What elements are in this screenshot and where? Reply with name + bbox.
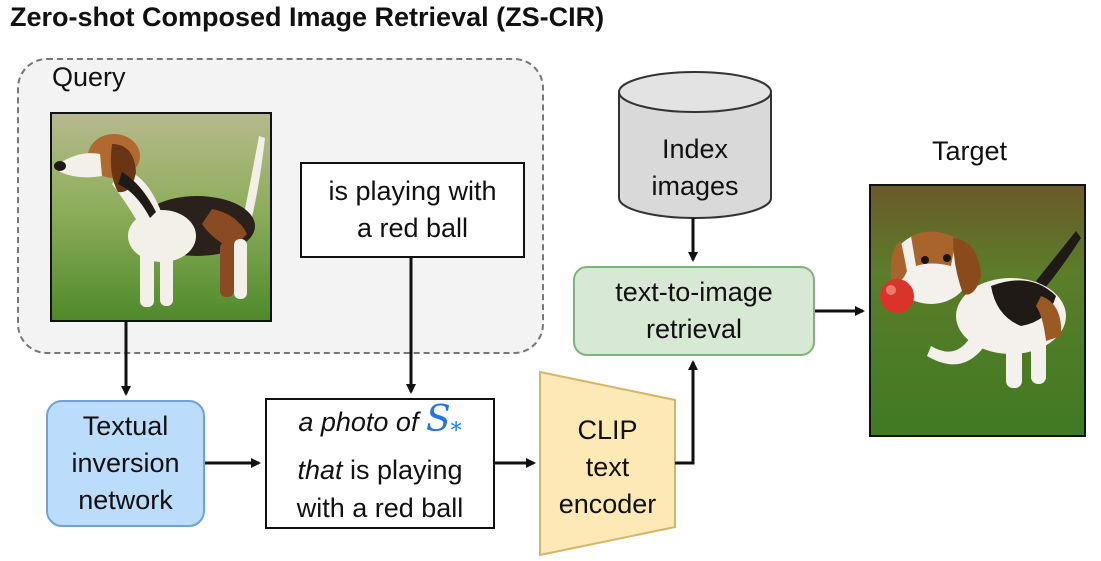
query-image	[50, 112, 272, 322]
prompt-part2: is playing	[342, 454, 463, 485]
modification-text-line1: is playing with	[328, 176, 497, 206]
modification-text-line2: a red ball	[356, 213, 469, 243]
prompt-box: a photo of S* that is playing with a red…	[265, 398, 495, 529]
tin-line3: network	[78, 485, 173, 515]
target-image	[869, 184, 1086, 437]
retrieval-line1: text-to-image	[615, 277, 773, 307]
pseudo-word-token: S*	[425, 398, 462, 444]
target-label: Target	[932, 136, 1008, 166]
clip-line2: text	[585, 452, 630, 482]
prompt-that: that	[297, 454, 343, 485]
text-to-image-retrieval: text-to-image retrieval	[573, 266, 815, 356]
index-images-label: Index images	[620, 120, 770, 215]
modification-text-box: is playing with a red ball	[300, 162, 525, 258]
tin-line1: Textual	[82, 411, 169, 441]
index-line1: Index	[661, 133, 729, 164]
prompt-part1: a photo of	[298, 406, 419, 437]
tin-line2: inversion	[71, 448, 180, 478]
clip-encoder-shape	[539, 370, 676, 557]
diagram-title: Zero-shot Composed Image Retrieval (ZS-C…	[10, 2, 605, 32]
clip-line1: CLIP	[577, 415, 638, 445]
textual-inversion-network: Textual inversion network	[46, 400, 205, 527]
index-line2: images	[651, 170, 739, 201]
retrieval-line2: retrieval	[645, 314, 743, 344]
index-images-cylinder	[618, 71, 772, 219]
query-label: Query	[52, 62, 126, 92]
clip-text-encoder-label: CLIP text encoder	[540, 400, 675, 535]
prompt-line3: with a red ball	[296, 492, 464, 523]
clip-line3: encoder	[558, 489, 657, 519]
arrow-clip-to-retrieval	[675, 360, 698, 465]
